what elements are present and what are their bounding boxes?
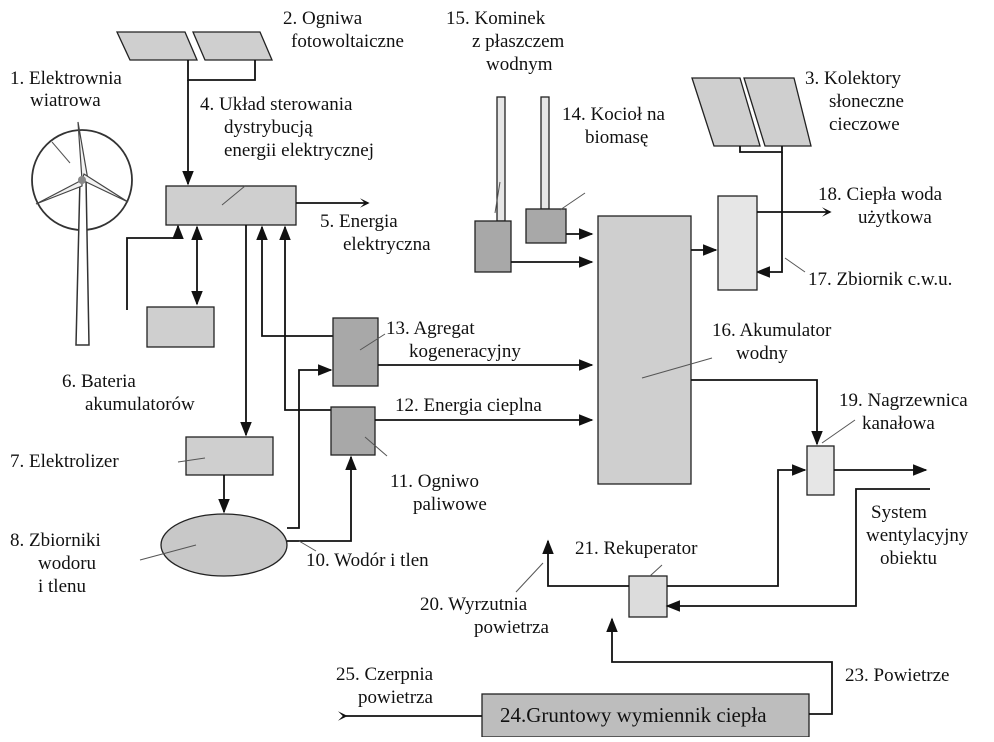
heater-callout bbox=[821, 419, 856, 444]
biomass-boiler-box bbox=[525, 208, 567, 244]
hydrogen-oxygen-callout bbox=[298, 540, 317, 552]
label-electric-energy: 5. Energia bbox=[320, 211, 398, 232]
solar-collectors-icon bbox=[691, 77, 812, 147]
label-exhaust-2: powietrza bbox=[474, 617, 549, 638]
label-hot-water-2: użytkowa bbox=[858, 207, 932, 228]
pv-connector bbox=[187, 60, 256, 81]
boiler-chimney bbox=[540, 96, 550, 210]
label-controller-2: dystrybucją bbox=[224, 117, 313, 138]
hydrogen-tank-ellipse bbox=[160, 513, 288, 577]
label-fireplace: 15. Kominek bbox=[446, 8, 546, 29]
tanks-to-fuelcell-arrow bbox=[287, 455, 357, 542]
label-controller: 4. Układ sterowania bbox=[200, 94, 353, 115]
fireplace-callout bbox=[494, 181, 501, 214]
accumulator-callout bbox=[641, 357, 713, 379]
label-duct-heater-2: kanałowa bbox=[862, 413, 935, 434]
label-fuel-cell: 11. Ogniwo bbox=[390, 471, 479, 492]
label-electric-energy-2: elektryczna bbox=[343, 234, 431, 255]
label-recuperator: 21. Rekuperator bbox=[575, 538, 698, 559]
label-wind-turbine-2: wiatrowa bbox=[30, 90, 101, 111]
label-controller-3: energii elektrycznej bbox=[224, 140, 374, 161]
exhaust-callout bbox=[515, 562, 544, 593]
label-dhw-tank: 17. Zbiornik c.w.u. bbox=[808, 269, 952, 290]
label-collectors-2: słoneczne bbox=[829, 91, 904, 112]
fireplace-box bbox=[474, 220, 512, 273]
label-chp-2: kogeneracyjny bbox=[409, 341, 521, 362]
electrolyzer-box bbox=[185, 436, 274, 476]
return-air-arrow bbox=[665, 488, 930, 612]
label-ground-heat-exchanger: 24.Gruntowy wymiennik ciepła bbox=[500, 703, 767, 727]
tanks-to-chp-arrow bbox=[287, 364, 333, 529]
label-fireplace-2: z płaszczem bbox=[472, 31, 565, 52]
water-accumulator-box bbox=[597, 215, 692, 485]
label-air: 23. Powietrze bbox=[845, 665, 949, 686]
label-boiler: 14. Kocioł na bbox=[562, 104, 665, 125]
label-wind-turbine: 1. Elektrownia bbox=[10, 68, 122, 89]
exhaust-air-arrow bbox=[542, 539, 629, 587]
label-pv: 2. Ogniwa bbox=[283, 8, 363, 29]
label-fuel-cell-2: paliwowe bbox=[413, 494, 487, 515]
dhw-tank-box bbox=[717, 195, 758, 291]
wind-turbine-callout bbox=[51, 141, 71, 164]
dhw-tank-callout bbox=[784, 257, 806, 273]
tanks-callout bbox=[139, 544, 197, 561]
label-exhaust: 20. Wyrzutnia bbox=[420, 594, 528, 615]
label-collectors: 3. Kolektory bbox=[805, 68, 902, 89]
fuelcell-to-controller-arrow bbox=[279, 225, 331, 411]
label-pv-2: fotowoltaiczne bbox=[291, 31, 404, 52]
chp-to-controller-arrow bbox=[256, 225, 333, 337]
label-ventilation-2: wentylacyjny bbox=[866, 525, 969, 546]
recuperator-to-heater-arrow bbox=[667, 464, 807, 587]
label-boiler-2: biomasę bbox=[585, 127, 648, 148]
pv-panels-icon bbox=[115, 31, 273, 61]
chp-callout bbox=[359, 333, 386, 351]
label-ventilation: System bbox=[871, 502, 927, 523]
label-chp: 13. Agregat bbox=[386, 318, 475, 339]
label-ventilation-3: obiektu bbox=[880, 548, 937, 569]
wind-turbine-icon bbox=[31, 121, 133, 346]
label-tanks-3: i tlenu bbox=[38, 576, 87, 597]
collector-to-tank-arrow bbox=[755, 152, 783, 278]
label-battery-2: akumulatorów bbox=[85, 394, 195, 415]
ghe-to-recuperator-arrow bbox=[606, 617, 833, 715]
label-fireplace-3: wodnym bbox=[486, 54, 553, 75]
label-accumulator-2: wodny bbox=[736, 343, 788, 364]
chp-box bbox=[332, 317, 379, 387]
label-battery: 6. Bateria bbox=[62, 371, 136, 392]
label-electrolyzer: 7. Elektrolizer bbox=[10, 451, 119, 472]
label-accumulator: 16. Akumulator bbox=[712, 320, 832, 341]
label-air-intake-2: powietrza bbox=[358, 687, 433, 708]
label-tanks-2: wodoru bbox=[38, 553, 97, 574]
accumulator-to-heater-arrow bbox=[691, 379, 823, 446]
label-air-intake: 25. Czerpnia bbox=[336, 664, 434, 685]
wind-to-controller-arrow bbox=[126, 224, 184, 310]
label-tanks: 8. Zbiorniki bbox=[10, 530, 101, 551]
boiler-callout bbox=[559, 192, 586, 211]
label-duct-heater: 19. Nagrzewnica bbox=[839, 390, 968, 411]
label-collectors-3: cieczowe bbox=[829, 114, 900, 135]
fireplace-chimney bbox=[496, 96, 506, 222]
duct-heater-box bbox=[806, 445, 835, 496]
label-heat-energy: 12. Energia cieplna bbox=[395, 395, 542, 416]
label-hydrogen-oxygen: 10. Wodór i tlen bbox=[306, 550, 429, 571]
battery-box bbox=[146, 306, 215, 348]
collector-connector bbox=[739, 146, 783, 153]
fuel-cell-callout bbox=[364, 436, 388, 457]
label-hot-water: 18. Ciepła woda bbox=[818, 184, 943, 205]
ground-heat-exchanger-box bbox=[481, 693, 810, 738]
recuperator-box bbox=[628, 575, 668, 618]
recuperator-callout bbox=[649, 564, 663, 577]
fuel-cell-box bbox=[330, 406, 376, 456]
controller-box bbox=[165, 185, 297, 226]
controller-callout bbox=[221, 185, 246, 206]
electrolyzer-callout bbox=[177, 457, 206, 463]
